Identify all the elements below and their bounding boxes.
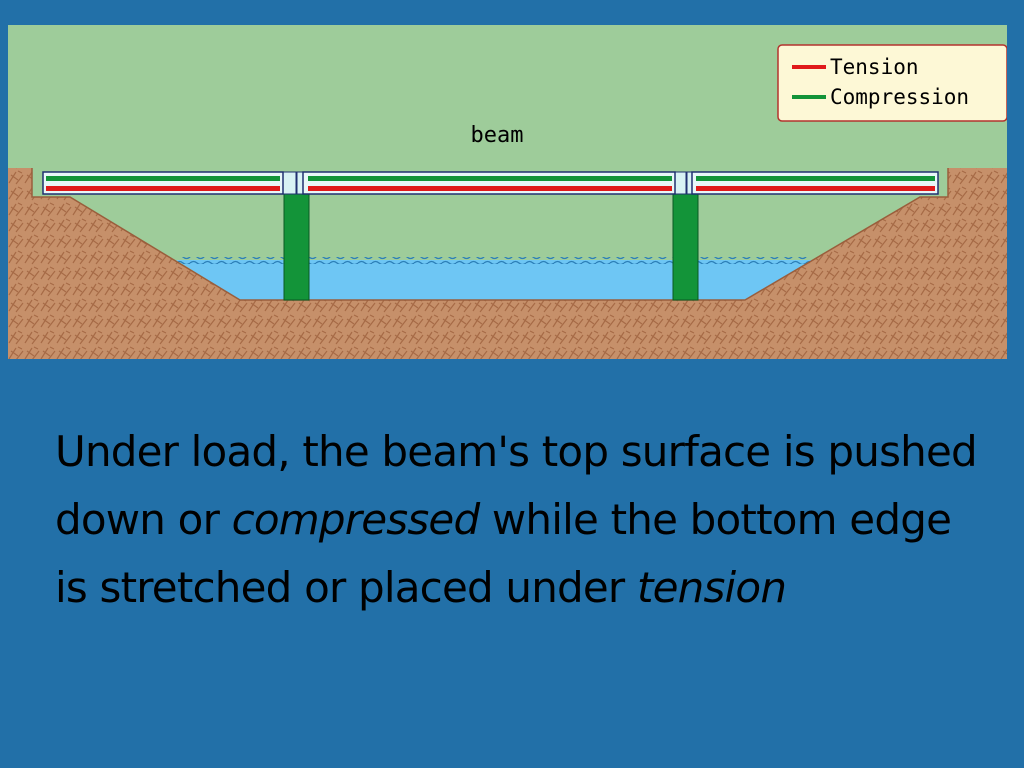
- beam-label: beam: [471, 123, 524, 148]
- river-water: [176, 257, 814, 300]
- beam-span-right: [691, 171, 939, 195]
- beam-bridge-diagram: beam Tension Compression: [8, 25, 1007, 359]
- caption-emphasis-compressed: compressed: [231, 495, 481, 544]
- legend-compression-label: Compression: [830, 85, 969, 109]
- caption-part-1: Under load, the beam's top surface is pu…: [55, 427, 978, 544]
- legend: Tension Compression: [777, 44, 1007, 122]
- caption-emphasis-tension: tension: [636, 563, 787, 612]
- caption-part-2: while the bottom edge is stretched or pl…: [55, 495, 952, 612]
- beam-span-center: [302, 171, 676, 195]
- diagram-canvas: beam Tension Compression: [8, 25, 1007, 359]
- bridge-pier-left: [283, 193, 310, 301]
- caption-text: Under load, the beam's top surface is pu…: [55, 418, 985, 622]
- legend-tension-label: Tension: [830, 55, 919, 79]
- riverbank-earth: [8, 168, 1007, 359]
- bridge-pier-right: [672, 193, 699, 301]
- beam-span-left: [42, 171, 284, 195]
- pier-cap-left-a: [281, 171, 297, 195]
